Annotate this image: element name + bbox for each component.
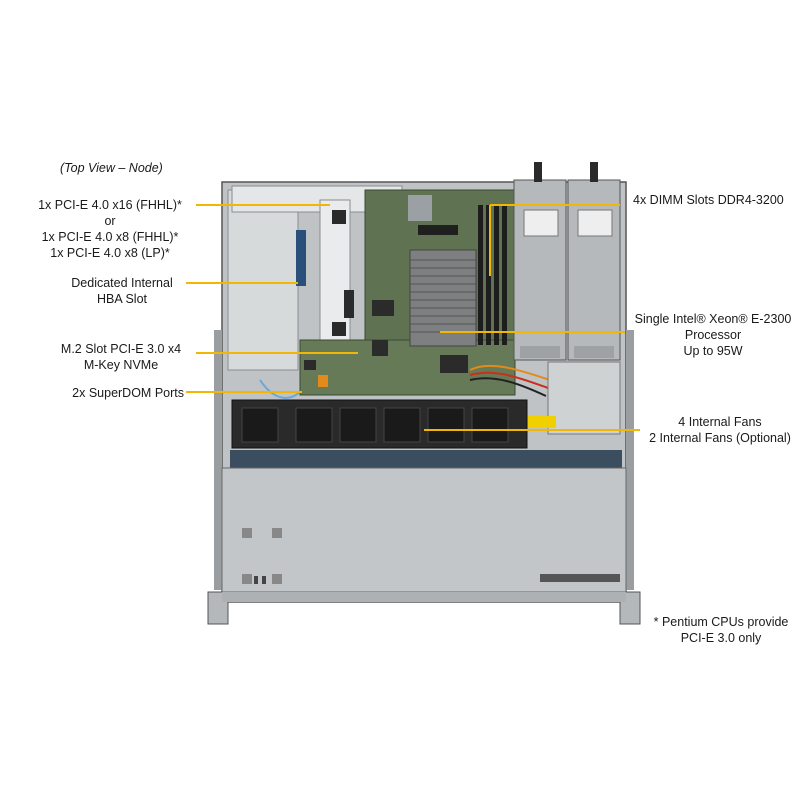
- pentium-note: * Pentium CPUs provide PCI-E 3.0 only: [642, 614, 800, 646]
- pcie-label-line-4: 1x PCI-E 4.0 x8 (LP)*: [50, 246, 170, 260]
- fans-label-line-2: 2 Internal Fans (Optional): [649, 431, 791, 445]
- dimm-slots-label: 4x DIMM Slots DDR4-3200: [633, 193, 784, 207]
- pcie-slot-label: 1x PCI-E 4.0 x16 (FHHL)* or 1x PCI-E 4.0…: [20, 197, 200, 261]
- cabling: [259, 364, 551, 399]
- superdom-label: 2x SuperDOM Ports: [72, 386, 184, 400]
- fans-label: 4 Internal Fans 2 Internal Fans (Optiona…: [640, 414, 800, 446]
- m2-label-line-1: M.2 Slot PCI-E 3.0 x4: [60, 342, 182, 356]
- note-line-1: * Pentium CPUs provide: [653, 615, 789, 629]
- warning-label: [528, 416, 556, 428]
- cpu-label-line-1: Single Intel® Xeon® E-2300: [634, 312, 792, 326]
- power-supplies: [513, 162, 621, 361]
- fan-row: [231, 399, 528, 449]
- cpu-label: Single Intel® Xeon® E-2300 Processor Up …: [628, 311, 798, 359]
- front-cover: [221, 467, 627, 602]
- m2-label-line-2: M-Key NVMe: [83, 358, 159, 372]
- hba-slot-label: Dedicated Internal HBA Slot: [62, 275, 182, 307]
- fans-label-line-1: 4 Internal Fans: [678, 415, 762, 429]
- view-caption: (Top View – Node): [60, 161, 163, 175]
- dimm-slots: [478, 205, 507, 345]
- hba-label-line-1: Dedicated Internal: [71, 276, 173, 290]
- leader-lines: [186, 204, 640, 431]
- pcie-label-line-2: or: [104, 214, 116, 228]
- pcie-label-line-3: 1x PCI-E 4.0 x8 (FHHL)*: [41, 230, 179, 244]
- hba-label-line-2: HBA Slot: [96, 292, 148, 306]
- cpu-label-line-2: Processor: [684, 328, 742, 342]
- fan-bracket: [230, 450, 622, 468]
- pcie-label-line-1: 1x PCI-E 4.0 x16 (FHHL)*: [38, 198, 182, 212]
- cpu-label-line-3: Up to 95W: [683, 344, 743, 358]
- cpu-heatsink: [409, 249, 477, 347]
- m2-slot-label: M.2 Slot PCI-E 3.0 x4 M-Key NVMe: [46, 341, 196, 373]
- air-shroud: [547, 361, 621, 435]
- note-line-2: PCI-E 3.0 only: [680, 631, 762, 645]
